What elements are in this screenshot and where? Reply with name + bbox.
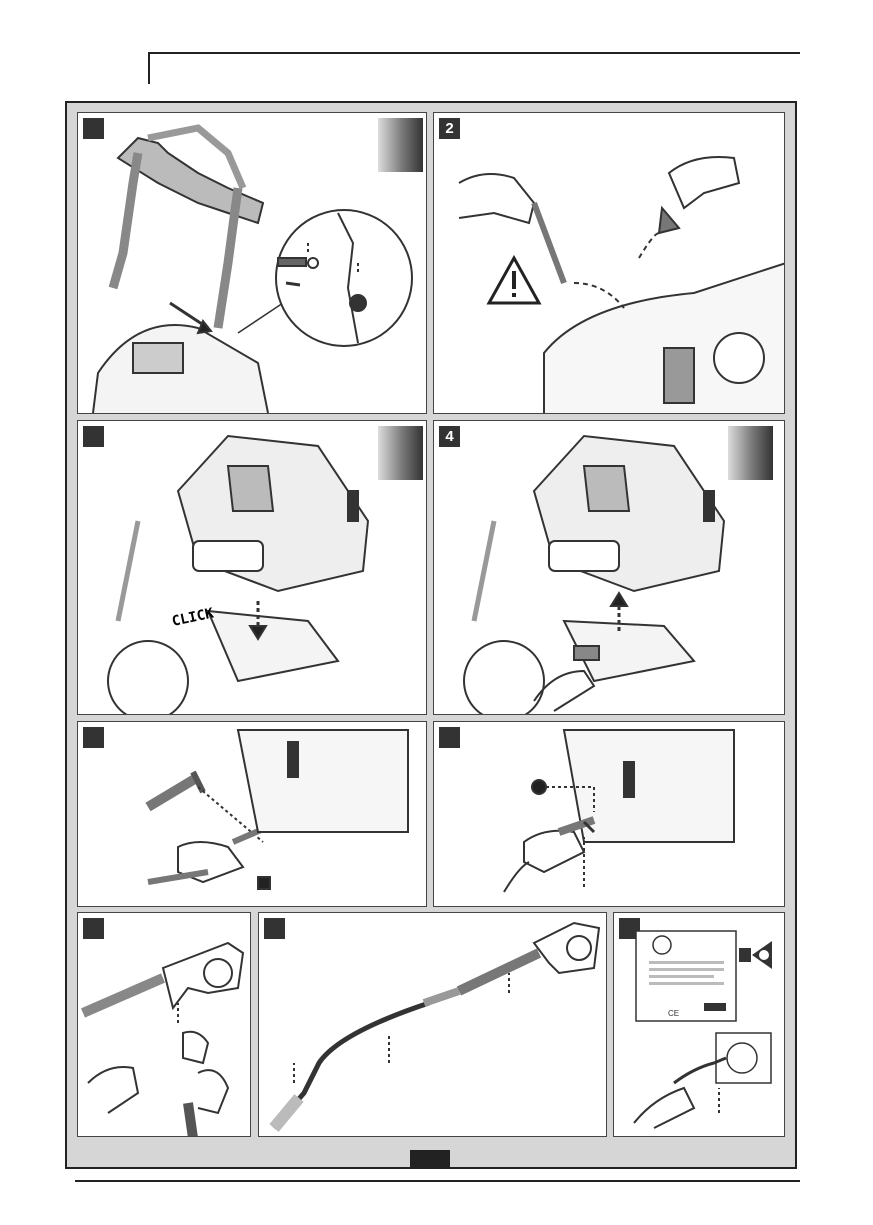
- page-number-tab: [410, 1150, 450, 1168]
- gun-attach-illustration: [78, 913, 251, 1137]
- panel-hose-secure: [433, 721, 785, 907]
- motor-mount-illustration: CLICK: [78, 421, 427, 715]
- header-rule: [148, 52, 800, 54]
- handle-illustration: [78, 113, 427, 414]
- weee-icon: [704, 1003, 726, 1011]
- hose-connect-illustration: [78, 722, 427, 907]
- detail-magnifier: [276, 210, 412, 346]
- lance-assembly-illustration: [259, 913, 607, 1137]
- panel-motor-release: 4: [433, 420, 785, 715]
- footer-rule: [75, 1180, 800, 1182]
- panel-gun-attach: [77, 912, 251, 1137]
- panel-label-plug: CE: [613, 912, 785, 1137]
- label-plug-illustration: CE: [614, 913, 785, 1137]
- panel-hose-connect: [77, 721, 427, 907]
- header-tick: [148, 52, 150, 84]
- click-callout: CLICK: [171, 605, 216, 630]
- oil-cap-illustration: [434, 113, 785, 414]
- panel-motor-mount: CLICK: [77, 420, 427, 715]
- hose-secure-illustration: [434, 722, 785, 907]
- panel-lance-assembly: [258, 912, 607, 1137]
- panel-handle-assembly: [77, 112, 427, 414]
- panel-oil-cap: 2: [433, 112, 785, 414]
- ce-mark: CE: [668, 1009, 679, 1018]
- motor-release-illustration: [434, 421, 785, 715]
